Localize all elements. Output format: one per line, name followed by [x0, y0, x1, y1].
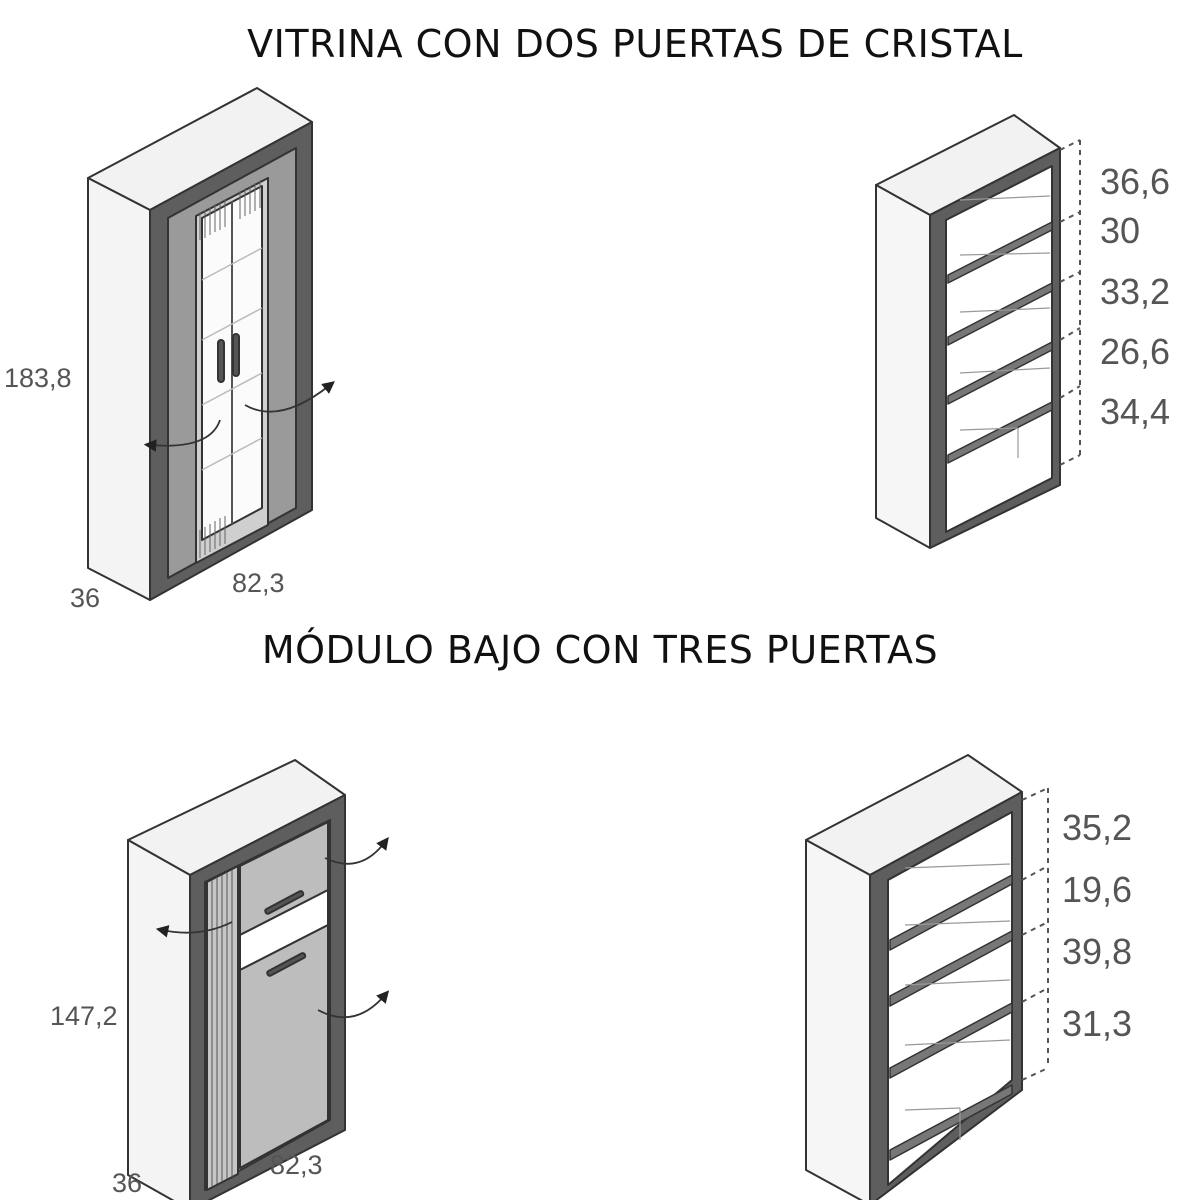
vitrina-shelf-dimension-line [1059, 139, 1081, 466]
modulo-width-label: 82,3 [270, 1150, 323, 1180]
modulo-height-label: 147,2 [50, 1001, 118, 1031]
modulo-shelf-heights: 35,2 19,6 39,8 31,3 [1062, 807, 1132, 1044]
vitrina-shelf-height-label-2: 33,2 [1100, 271, 1170, 312]
section-title-modulo-bajo: MÓDULO BAJO CON TRES PUERTAS [261, 628, 939, 672]
modulo-shelf-height-label-3: 31,3 [1062, 1003, 1132, 1044]
modulo-shelf-dimension-line [1021, 787, 1049, 1081]
modulo-open-drawing [805, 754, 1023, 1200]
vitrina-shelf-height-label-1: 30 [1100, 210, 1140, 251]
vitrina-shelf-height-label-4: 34,4 [1100, 391, 1170, 432]
vitrina-open-drawing [875, 114, 1061, 549]
vitrina-shelf-height-label-3: 26,6 [1100, 331, 1170, 372]
vitrina-shelf-heights: 36,6 30 33,2 26,6 34,4 [1100, 161, 1170, 432]
modulo-shelf-height-label-0: 35,2 [1062, 807, 1132, 848]
vitrina-height-label: 183,8 [4, 363, 72, 393]
section-title-vitrina: VITRINA CON DOS PUERTAS DE CRISTAL [247, 22, 1023, 66]
modulo-closed-drawing [127, 759, 390, 1200]
vitrina-closed-drawing [87, 87, 335, 601]
modulo-depth-label: 36 [112, 1168, 142, 1198]
vitrina-width-label: 82,3 [232, 568, 285, 598]
vitrina-depth-label: 36 [70, 583, 100, 613]
modulo-shelf-height-label-1: 19,6 [1062, 869, 1132, 910]
modulo-shelf-height-label-2: 39,8 [1062, 931, 1132, 972]
vitrina-shelf-height-label-0: 36,6 [1100, 161, 1170, 202]
